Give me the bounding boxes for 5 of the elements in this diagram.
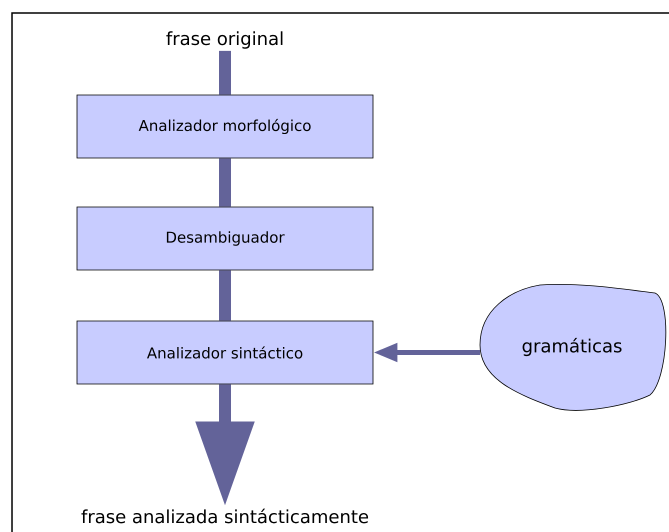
process-box: Desambiguador [76,206,374,270]
text-label: frase analizada sintácticamente [81,508,368,524]
process-box: Analizador morfológico [76,94,374,158]
process-box: Analizador sintáctico [76,320,374,384]
text-label: frase original [166,31,282,49]
